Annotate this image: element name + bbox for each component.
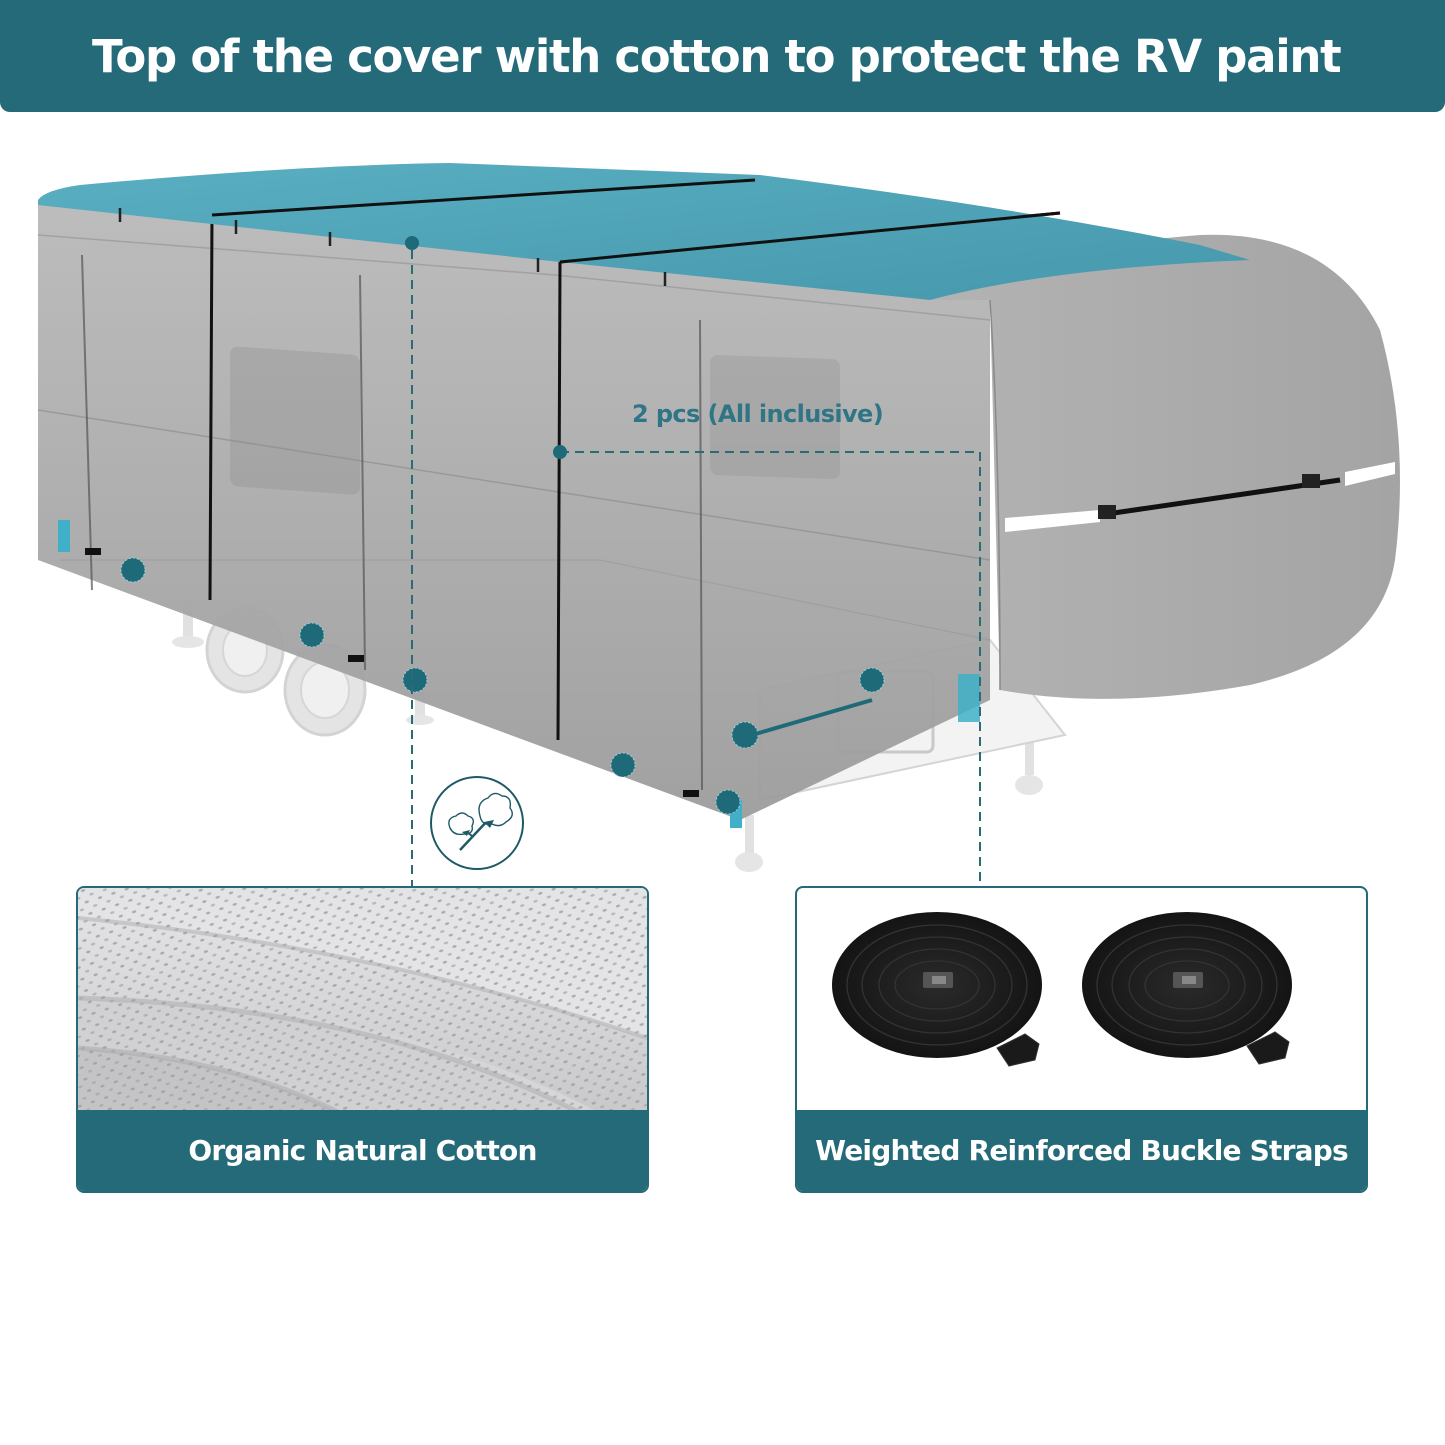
feature-panel-straps: Weighted Reinforced Buckle Straps (795, 886, 1368, 1193)
wheels (172, 600, 1043, 872)
rv-cover-illustration (0, 112, 1445, 892)
feature-panel-cotton: Organic Natural Cotton (76, 886, 649, 1193)
straps-caption-bar: Weighted Reinforced Buckle Straps (797, 1110, 1366, 1191)
strap-roll-left (832, 912, 1042, 1067)
cotton-caption-bar: Organic Natural Cotton (78, 1110, 647, 1191)
quantity-annotation: 2 pcs (All inclusive) (632, 400, 884, 428)
cotton-fabric-image (78, 888, 647, 1115)
cotton-flower-icon (430, 776, 524, 870)
header-banner: Top of the cover with cotton to protect … (0, 0, 1445, 112)
straps-caption: Weighted Reinforced Buckle Straps (815, 1134, 1349, 1167)
cotton-caption: Organic Natural Cotton (188, 1134, 537, 1167)
header-title: Top of the cover with cotton to protect … (92, 29, 1342, 83)
buckle-straps-image (797, 888, 1366, 1112)
strap-roll-right (1082, 912, 1292, 1065)
